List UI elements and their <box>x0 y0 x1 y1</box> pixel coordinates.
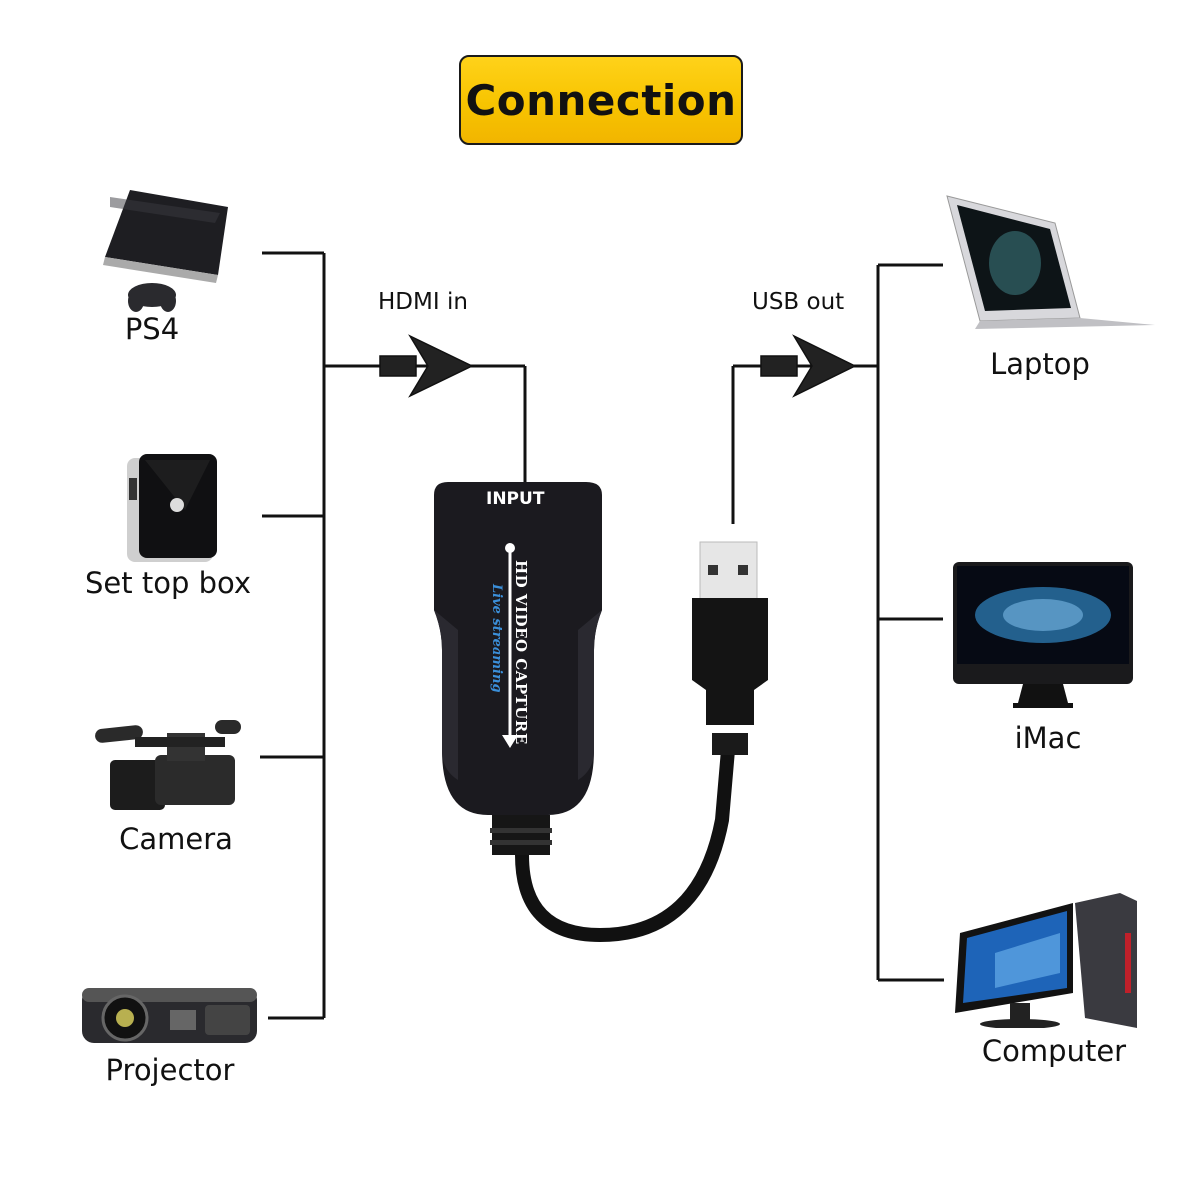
device-port-label: INPUT <box>486 489 545 509</box>
source-label-camera: Camera <box>119 822 233 856</box>
source-label-set-top-box: Set top box <box>85 566 251 600</box>
target-label-imac: iMac <box>1014 721 1082 755</box>
game-console-icon <box>100 185 235 324</box>
imac-icon <box>953 560 1135 714</box>
hdmi-arrow-icon <box>379 334 474 398</box>
device-tagline: Live streaming <box>489 584 504 693</box>
target-label-computer: Computer <box>981 1034 1127 1068</box>
usb-out-label: USB out <box>752 289 845 315</box>
projector-icon <box>80 980 260 1054</box>
usb-arrow-icon <box>760 334 857 398</box>
hdmi-in-label: HDMI in <box>378 289 468 315</box>
video-camera-icon <box>95 715 245 819</box>
device-product-name: HD VIDEO CAPTURE <box>512 560 530 745</box>
source-label-projector: Projector <box>105 1053 235 1087</box>
desktop-computer-icon <box>955 893 1145 1032</box>
title-text: Connection <box>465 75 737 125</box>
laptop-icon <box>945 193 1160 337</box>
set-top-box-icon <box>125 450 220 569</box>
title-banner: Connection <box>459 55 743 145</box>
source-label-ps4: PS4 <box>124 312 180 346</box>
target-label-laptop: Laptop <box>990 347 1090 381</box>
